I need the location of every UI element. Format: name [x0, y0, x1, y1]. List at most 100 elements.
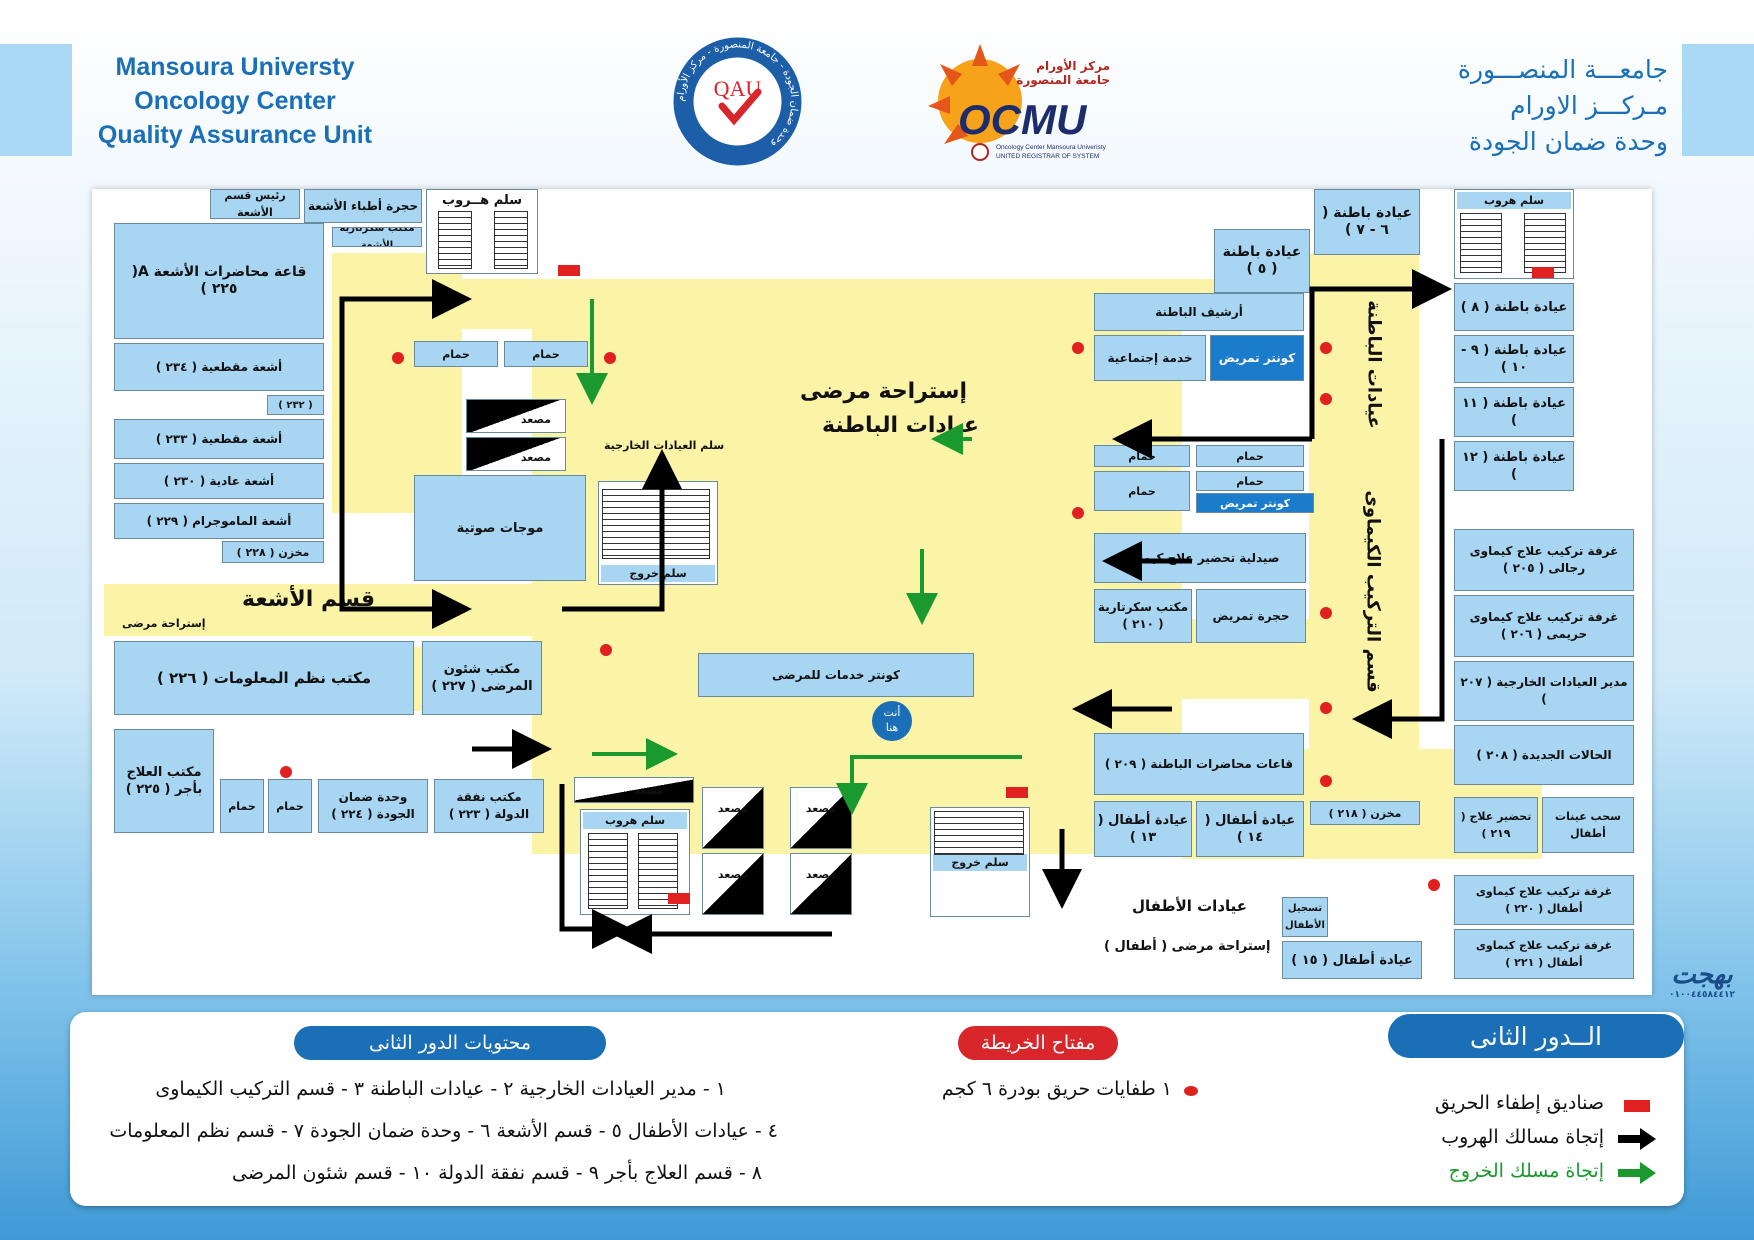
you-are-here-line-2: هنا [885, 721, 899, 734]
ocmu-logo: مركز الأورام جامعة المنصورة OCMU Oncolog… [900, 26, 1120, 171]
room-state-expense-223: مكتب نفقة الدولة ( ٢٢٣ ) [434, 779, 544, 833]
room-nursing-room: حجرة تمريض [1196, 589, 1306, 643]
room-elevator-bottom-wide: مصعد [574, 777, 694, 803]
you-are-here-marker: أنت هنا [872, 701, 912, 741]
escape-stair-3-label: سلم هروب [1457, 192, 1571, 209]
exit-arrows [576, 299, 1022, 815]
room-prep-219: تحضير علاج ( ٢١٩ ) [1454, 797, 1538, 853]
stairs-icon [1524, 213, 1566, 273]
fire-box-icon [558, 265, 580, 276]
check-icon [718, 88, 762, 126]
room-wc-7: حمام [1094, 471, 1190, 511]
exit-direction-label: إتجاة مسلك الخروج [1448, 1160, 1604, 1182]
ocmu-en-line1: Oncology Center Mansoura Univeristy [996, 144, 1107, 151]
room-xray-230: أشعة عادية ( ٢٣٠ ) [114, 463, 324, 499]
room-ultrasound: موجات صوتية [414, 475, 586, 581]
room-elevator-1: مصعد [466, 399, 566, 433]
room-peds-samples: سحب عينات أطفال [1542, 797, 1634, 853]
arabic-title-line-3: وحدة ضمان الجودة [1468, 127, 1668, 156]
room-clinic-11: عيادة باطنة ( ١١ ) [1454, 387, 1574, 437]
escape-arrow-legend-icon [1618, 1128, 1656, 1150]
room-peds-13: عيادة أطفال ( ١٣ ) [1094, 801, 1192, 857]
room-chemo-women-206: غرفة تركيب علاج كيماوى حريمى ( ٢٠٦ ) [1454, 595, 1634, 657]
arabic-title-line-1: جامعـــة المنصـــورة [1457, 55, 1668, 84]
contents-title-badge: محتويات الدور الثانى [294, 1026, 606, 1060]
room-ct-233: أشعة مقطعية ( ٢٣٣ ) [114, 419, 324, 459]
ocmu-ar-line1: مركز الأورام [1036, 58, 1110, 74]
stairs-icon [602, 489, 710, 559]
header-band-left [0, 44, 72, 156]
room-social-service: خدمة إجتماعية [1094, 335, 1206, 381]
room-quality-224: وحدة ضمان الجودة ( ٢٢٤ ) [318, 779, 428, 833]
you-are-here-line-1: أنت [883, 706, 901, 719]
signature-logo: بهجت ٠١٠٠٤٤٥٨٤٤١٢ [1660, 960, 1744, 1020]
room-nursing-counter-2: كونتر تمريض [1196, 493, 1314, 513]
room-new-cases-208: الحالات الجديدة ( ٢٠٨ ) [1454, 725, 1634, 785]
patient-services-counter-label: كونتر خدمات للمرضى [772, 667, 900, 682]
room-wc-1: حمام [414, 341, 498, 367]
room-clinic-6-7: عيادة باطنة ( ٦ - ٧ ) [1314, 189, 1420, 255]
room-store-228: مخزن ( ٢٢٨ ) [222, 541, 324, 563]
floor-map: رئيس قسم الأشعة حجرة أطباء الأشعة مكتب س… [92, 189, 1652, 995]
extinguisher-icon [1320, 607, 1332, 619]
room-232: ( ٢٣٢ ) [267, 395, 324, 415]
room-internal-archive: أرشيف الباطنة [1094, 293, 1304, 331]
signature-text: بهجت [1671, 960, 1733, 990]
sun-icon [928, 44, 1022, 144]
stairs-icon [1460, 213, 1502, 273]
room-wc-4: حمام [268, 779, 312, 833]
room-clinic-9-10: عيادة باطنة ( ٩ - ١٠ ) [1454, 335, 1574, 383]
room-elevator-4: مصعد [702, 787, 764, 849]
route-arrows [339, 269, 1452, 954]
room-peds-chemo-220: غرفة تركيب علاج كيماوى أطفال ( ٢٢٠ ) [1454, 875, 1634, 925]
room-elevator-6: مصعد [702, 853, 764, 915]
room-outpatient-director-207: مدير العيادات الخارجية ( ٢٠٧ ) [1454, 661, 1634, 721]
key-title: مفتاح الخريطة [980, 1032, 1096, 1054]
extinguisher-icon [1320, 702, 1332, 714]
fire-box-legend-icon [1624, 1100, 1650, 1112]
elevator-6-label: مصعد [717, 867, 749, 881]
floor-title-badge: الــدور الثانى [1388, 1014, 1684, 1058]
key-title-badge: مفتاح الخريطة [958, 1026, 1118, 1060]
legend-panel: الــدور الثانى مفتاح الخريطة محتويات الد… [70, 1012, 1684, 1206]
room-wc-6: حمام [1196, 445, 1304, 467]
exit-stair-2-label: سلم خروج [933, 853, 1027, 871]
extinguishers-label: ١ طفايات حريق بودرة ٦ كجم [941, 1078, 1172, 1100]
extinguisher-icon [1428, 879, 1440, 891]
exit-stair-1-label: سلم خروج [601, 565, 715, 582]
room-clinic-8: عيادة باطنة ( ٨ ) [1454, 283, 1574, 331]
fire-box-icon [1532, 267, 1554, 278]
room-wc-8: حمام [1196, 471, 1304, 491]
room-secretary-210: مكتب سكرتارية ( ٢١٠ ) [1094, 589, 1192, 643]
floor-title: الــدور الثانى [1470, 1021, 1602, 1051]
extinguisher-icon [604, 352, 616, 364]
peds-waiting-label: إستراحة مرضى ( أطفال ) [1104, 939, 1271, 954]
room-paid-treatment-225: مكتب العلاج بأجر ( ٢٢٥ ) [114, 729, 214, 833]
room-radiology-doctors: حجرة أطباء الأشعة [304, 189, 422, 223]
room-clinic-12: عيادة باطنة ( ١٢ ) [1454, 441, 1574, 491]
patient-services-counter: كونتر خدمات للمرضى [698, 653, 974, 697]
room-ct-234: أشعة مقطعية ( ٢٣٤ ) [114, 343, 324, 391]
registrar-seal-icon [971, 143, 989, 161]
room-peds-14: عيادة أطفال ( ١٤ ) [1196, 801, 1304, 857]
escape-direction-label: إتجاة مسالك الهروب [1441, 1126, 1604, 1148]
room-elevator-2: مصعد [466, 437, 566, 471]
room-elevator-7: مصعد [790, 853, 852, 915]
extinguisher-icon [1320, 393, 1332, 405]
extinguisher-icon [1320, 342, 1332, 354]
room-clinic-5: عيادة باطنة ( ٥ ) [1214, 229, 1310, 293]
stairs-icon [588, 833, 628, 909]
central-waiting-title-1: إستراحة مرضى [800, 379, 968, 404]
stairs-icon [494, 211, 528, 269]
escape-stair-2-label: سلم هروب [583, 812, 687, 829]
extinguisher-icon [392, 352, 404, 364]
ocmu-ar-line2: جامعة المنصورة [1016, 73, 1110, 88]
elevator-5-label: مصعد [805, 801, 837, 815]
fire-box-icon [668, 893, 690, 904]
room-head-radiology: رئيس قسم الأشعة [210, 189, 300, 219]
contents-line-2: ٤ - عيادات الأطفال ٥ - قسم الأشعة ٦ - وح… [109, 1120, 778, 1142]
english-title: Mansoura Universty Oncology Center Quali… [70, 50, 400, 152]
room-it-226: مكتب نظم المعلومات ( ٢٢٦ ) [114, 641, 414, 715]
ocmu-big-text: OCMU [958, 96, 1088, 143]
extinguisher-icon [1072, 342, 1084, 354]
